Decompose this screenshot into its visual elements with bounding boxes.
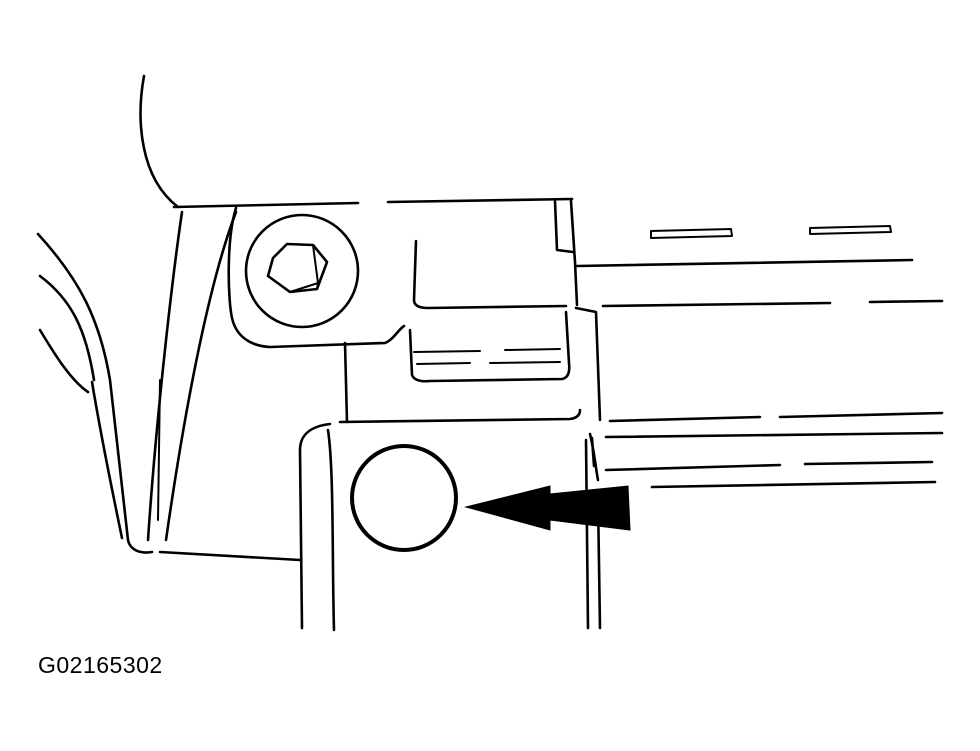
left-wall-curl: [38, 328, 90, 394]
rail-line-4: [604, 431, 944, 439]
lower-block-inner-edge: [326, 428, 336, 632]
housing-top-edge: [172, 197, 574, 209]
vertical-divider: [343, 341, 349, 424]
housing-slot: [553, 199, 579, 307]
bolt-bracket: [227, 206, 406, 349]
rail-dash-2: [809, 225, 892, 235]
central-block-right-edge: [574, 306, 602, 422]
left-wall-line-3: [90, 380, 124, 540]
rail-line-top: [575, 258, 914, 268]
figure-code: G02165302: [38, 652, 163, 678]
hex-bolt-icon: [244, 213, 360, 329]
circle-plug-icon: [350, 444, 458, 552]
arrow-icon: [464, 485, 631, 531]
left-post-outer: [146, 210, 184, 542]
central-block-lower-edge: [338, 408, 582, 424]
left-post-inner: [164, 210, 238, 542]
rail-line-5: [604, 460, 934, 472]
base-line: [158, 550, 302, 562]
rail-line-3: [608, 411, 944, 423]
tab-inner-line-2: [416, 361, 561, 365]
tab-inner-line-1: [413, 348, 561, 353]
rail-dash-1: [650, 228, 733, 239]
tab-outline: [408, 310, 571, 383]
upper-curved-edge: [139, 74, 180, 209]
recess-pocket: [412, 239, 568, 310]
left-wall-outer: [36, 232, 154, 554]
lower-block-right-side: [584, 432, 602, 630]
left-post-mid: [157, 379, 161, 521]
rail-line-2: [601, 299, 944, 308]
left-wall-inner: [38, 274, 96, 382]
rail-line-6: [650, 480, 937, 489]
lower-block-outline: [298, 422, 332, 630]
